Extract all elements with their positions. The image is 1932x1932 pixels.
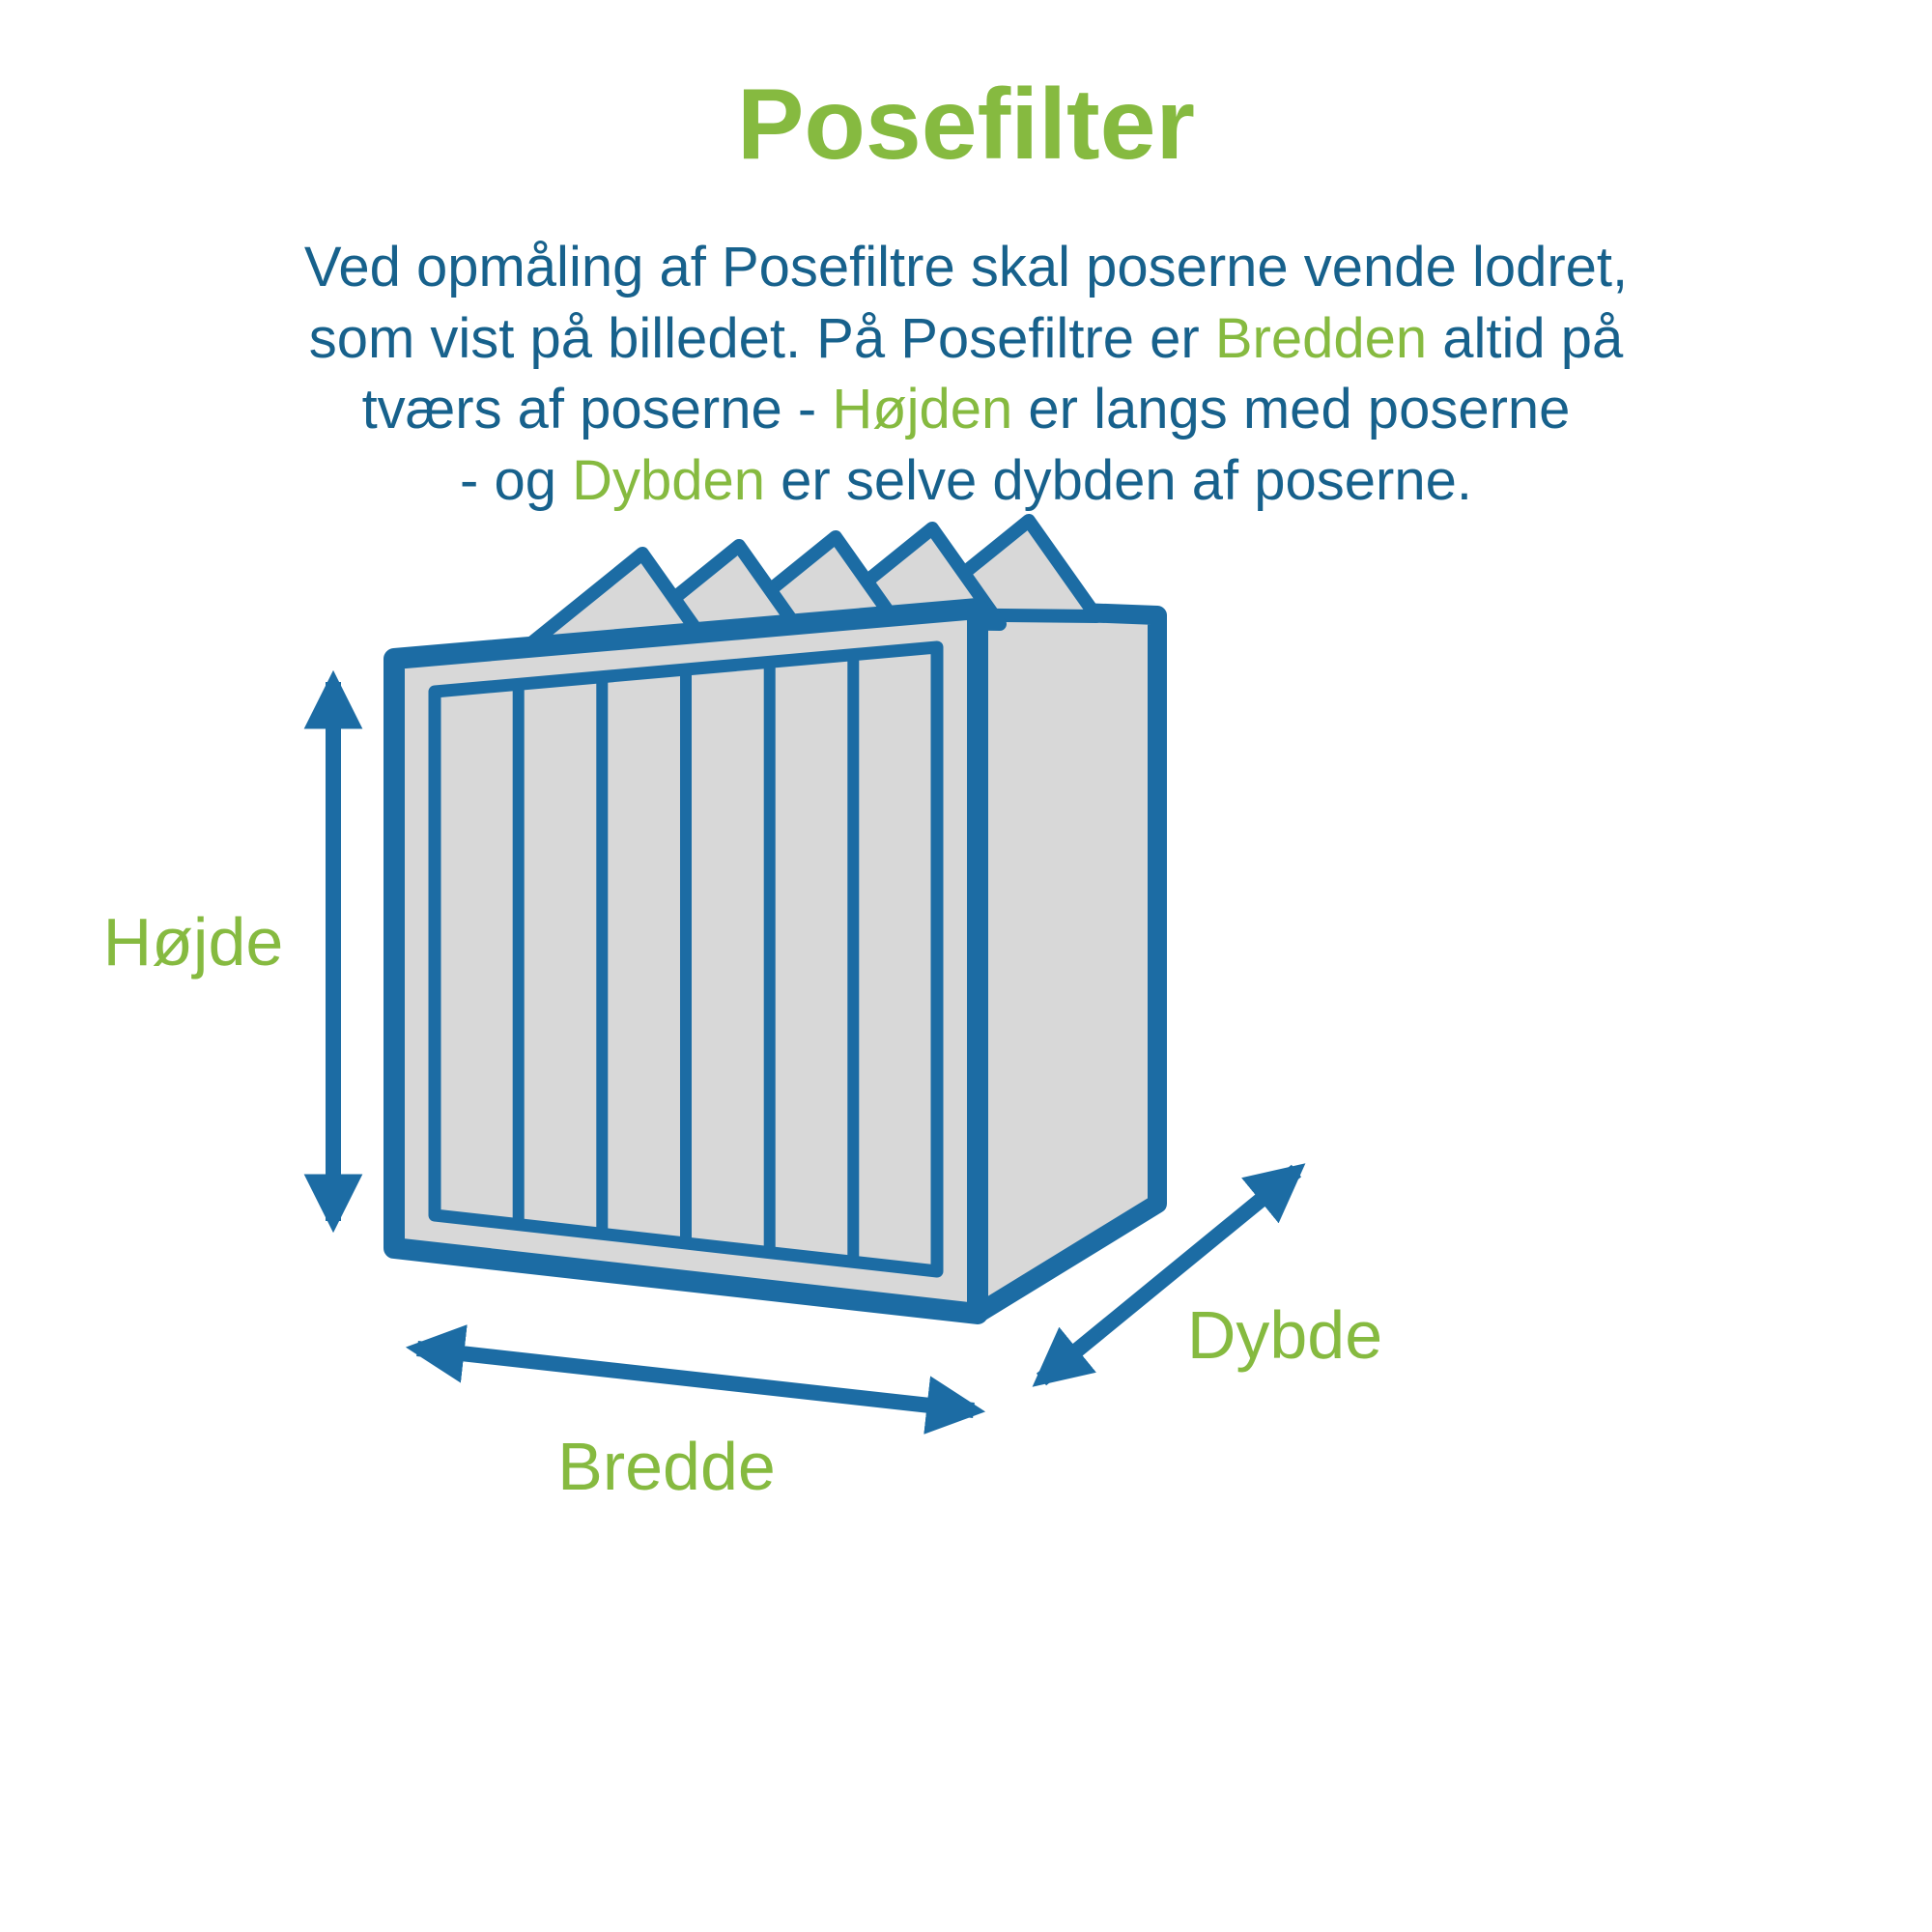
filter-side-face	[968, 599, 1167, 1323]
highlight-bredden: Bredden	[1214, 306, 1428, 370]
intro-line-3: tværs af poserne - Højden er langs med p…	[116, 374, 1816, 445]
intro-text: er selve dybden af poserne.	[765, 448, 1472, 512]
depth-label: Dybde	[1186, 1297, 1383, 1373]
intro-text: er langs med poserne	[1012, 378, 1571, 441]
intro-text: Ved opmåling af Posefiltre skal poserne …	[303, 236, 1629, 298]
intro-text: altid på	[1427, 306, 1624, 370]
highlight-hojden: Højden	[832, 378, 1013, 441]
width-arrow	[405, 1324, 986, 1435]
page-title: Posefilter	[737, 69, 1195, 181]
intro-line-1: Ved opmåling af Posefiltre skal poserne …	[116, 232, 1816, 303]
intro-text: som vist på billedet. På Posefiltre er	[308, 306, 1215, 370]
depth-arrow	[1032, 1163, 1306, 1387]
intro-line-2: som vist på billedet. På Posefiltre er B…	[116, 303, 1816, 375]
highlight-dybden: Dybden	[572, 448, 766, 512]
intro-line-4: - og Dybden er selve dybden af poserne.	[116, 445, 1816, 517]
width-label: Bredde	[557, 1429, 776, 1504]
intro-paragraph: Ved opmåling af Posefiltre skal poserne …	[116, 232, 1816, 517]
height-label: Højde	[102, 904, 284, 980]
intro-text: - og	[460, 448, 573, 512]
intro-text: tværs af poserne -	[361, 378, 833, 441]
